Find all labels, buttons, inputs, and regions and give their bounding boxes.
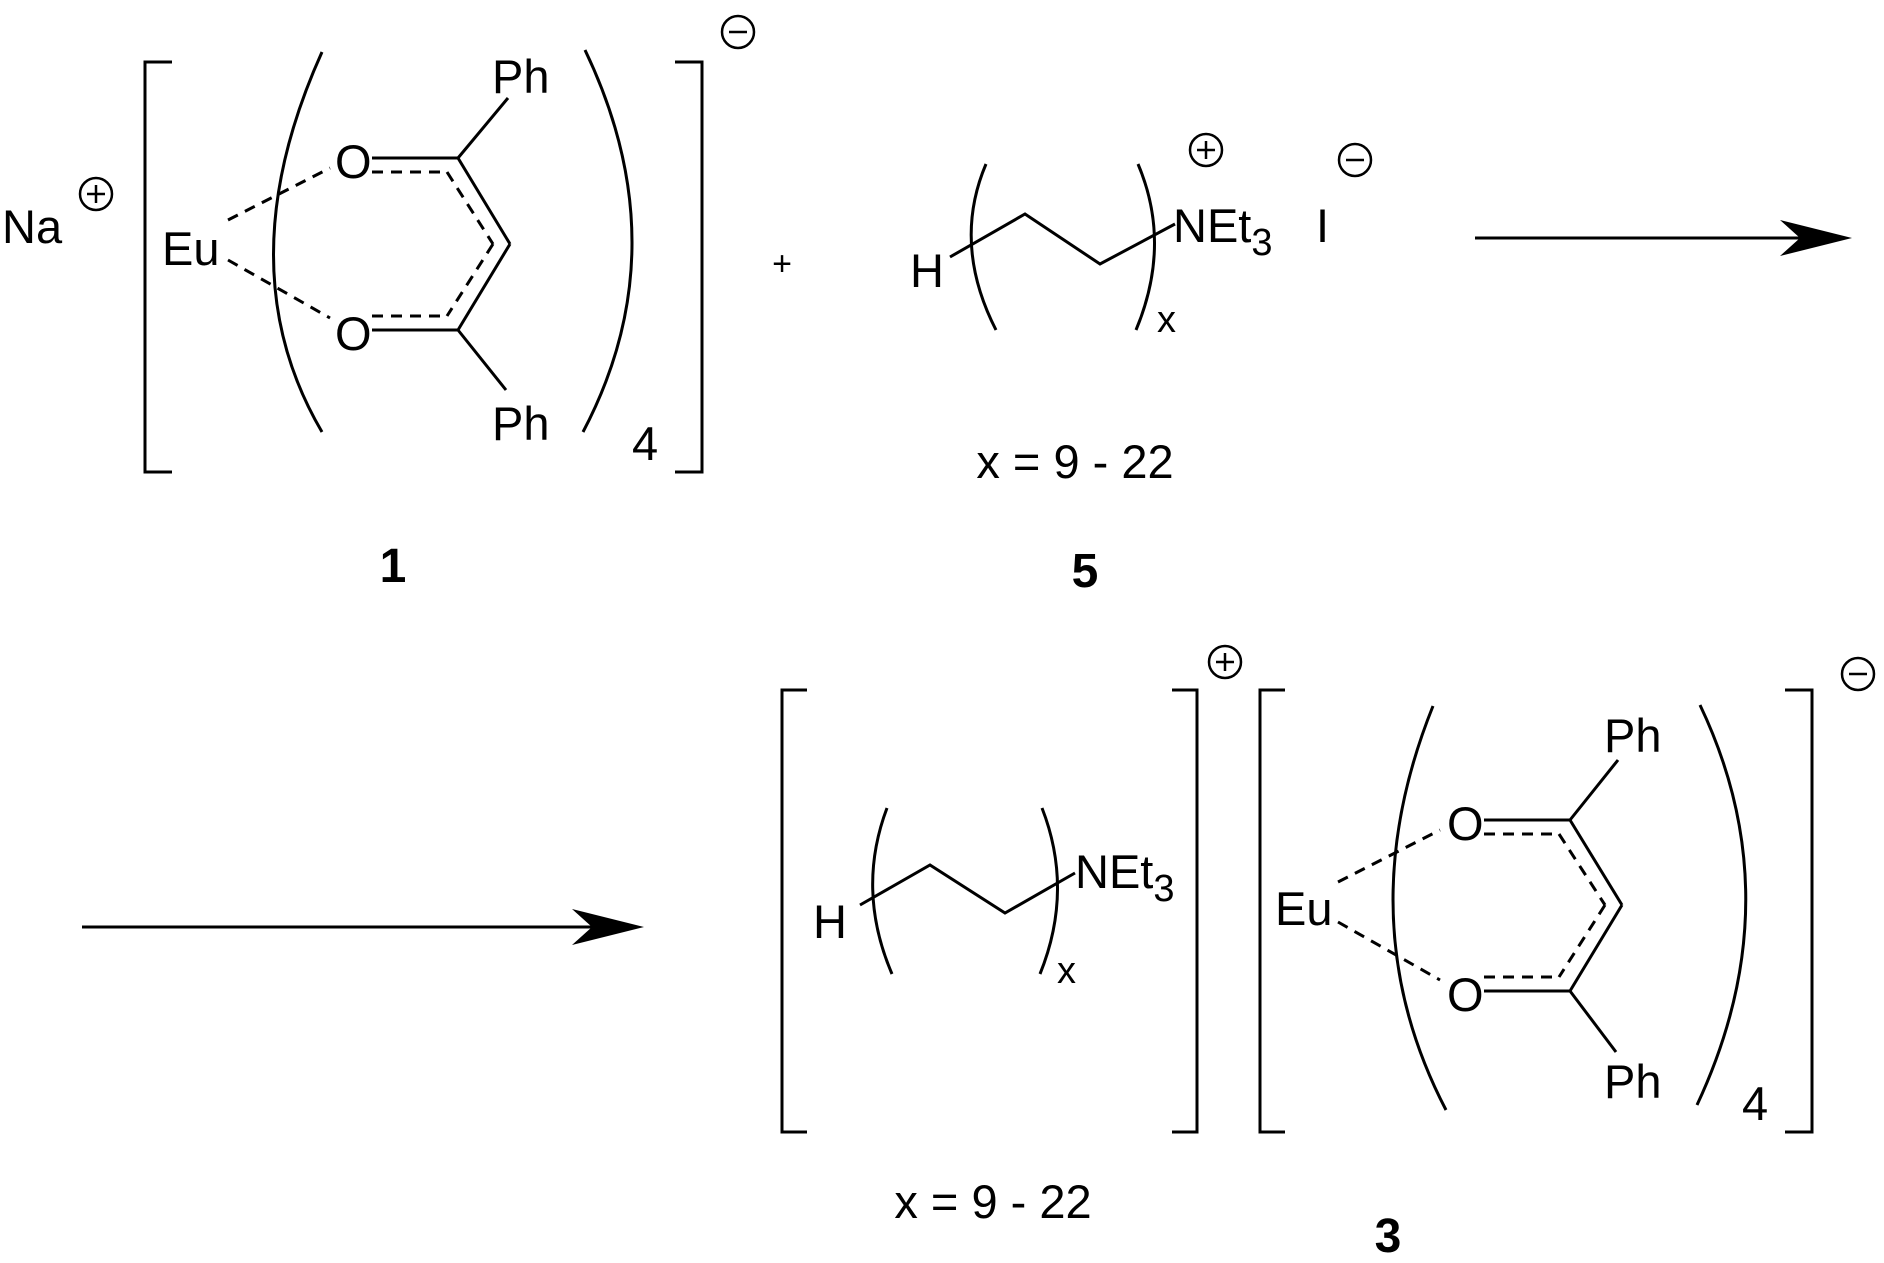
coordination-bond-lower (1337, 920, 1441, 982)
backbone-dashed-upper (1557, 833, 1607, 906)
sodium-label: Na (2, 200, 63, 253)
anion-left-bracket (1258, 688, 1285, 1134)
left-square-bracket (143, 60, 172, 474)
positive-charge-icon (1188, 132, 1224, 168)
phenyl-bond-upper (456, 97, 510, 159)
backbone-dashed-lower (445, 243, 495, 317)
product-3: H x NEt3 x = 9 - 22 Eu O O Ph Ph 4 3 (780, 644, 1876, 1263)
oxygen-label-lower: O (335, 307, 372, 360)
hydrogen-label: H (813, 895, 847, 948)
right-parenthesis (581, 49, 634, 433)
coordination-bond-upper (1337, 828, 1441, 884)
backbone-bond-lower (1568, 904, 1624, 992)
positive-charge-icon (78, 176, 114, 212)
oxygen-label-lower: O (1447, 968, 1484, 1021)
phenyl-bond-lower (1568, 990, 1618, 1053)
negative-charge-icon (720, 14, 756, 50)
cation-right-bracket (1172, 688, 1199, 1134)
cation-left-parenthesis (871, 807, 894, 975)
phenyl-bond-upper (1568, 759, 1620, 821)
reaction-arrow-lower (82, 909, 644, 945)
ligand-count: 4 (1742, 1077, 1768, 1130)
anion-right-parenthesis (1695, 704, 1748, 1106)
alkyl-chain (859, 863, 1076, 915)
cation-left-bracket (780, 688, 807, 1134)
phenyl-label-upper: Ph (492, 50, 550, 103)
reactant-1: Na Eu O O Ph Ph 4 1 (2, 14, 756, 593)
right-square-bracket (675, 60, 704, 474)
backbone-bond-upper (1568, 819, 1624, 906)
repeat-subscript: x (1057, 950, 1076, 992)
cation-right-parenthesis (1038, 807, 1059, 975)
positive-charge-icon (1207, 644, 1243, 680)
compound-label-1: 1 (380, 540, 407, 593)
right-parenthesis (1134, 163, 1156, 331)
reaction-arrow-upper (1475, 220, 1852, 256)
reactant-5: H x NEt3 I x = 9 - 22 5 (910, 132, 1373, 598)
europium-label: Eu (1275, 882, 1333, 935)
plus-sign: + (772, 245, 792, 283)
anion-left-parenthesis (1391, 705, 1448, 1111)
alkyl-chain (949, 212, 1176, 266)
oxygen-label-upper: O (335, 135, 372, 188)
phenyl-label-lower: Ph (1604, 1055, 1662, 1108)
negative-charge-icon (1840, 656, 1876, 692)
backbone-dashed-upper (445, 171, 495, 245)
left-parenthesis (969, 163, 998, 331)
europium-label: Eu (162, 222, 220, 275)
coordination-bond-lower (227, 258, 331, 320)
oxygen-label-upper: O (1447, 797, 1484, 850)
phenyl-label-upper: Ph (1604, 709, 1662, 762)
iodide-label: I (1316, 199, 1329, 252)
negative-charge-icon (1337, 142, 1373, 178)
compound-label-5: 5 (1072, 545, 1099, 598)
compound-label-3: 3 (1375, 1210, 1402, 1263)
backbone-bond-lower (456, 243, 512, 331)
chain-length-range: x = 9 - 22 (976, 435, 1173, 488)
amine-label: NEt3 (1075, 845, 1175, 910)
phenyl-label-lower: Ph (492, 397, 550, 450)
backbone-bond-upper (456, 157, 512, 245)
amine-label: NEt3 (1173, 199, 1273, 264)
backbone-dashed-lower (1557, 904, 1607, 978)
left-parenthesis (272, 51, 324, 433)
anion-right-bracket (1785, 688, 1814, 1134)
hydrogen-label: H (910, 244, 944, 297)
repeat-subscript: x (1157, 299, 1176, 341)
ligand-count: 4 (632, 417, 658, 470)
phenyl-bond-lower (456, 329, 508, 391)
chain-length-range: x = 9 - 22 (894, 1175, 1091, 1228)
